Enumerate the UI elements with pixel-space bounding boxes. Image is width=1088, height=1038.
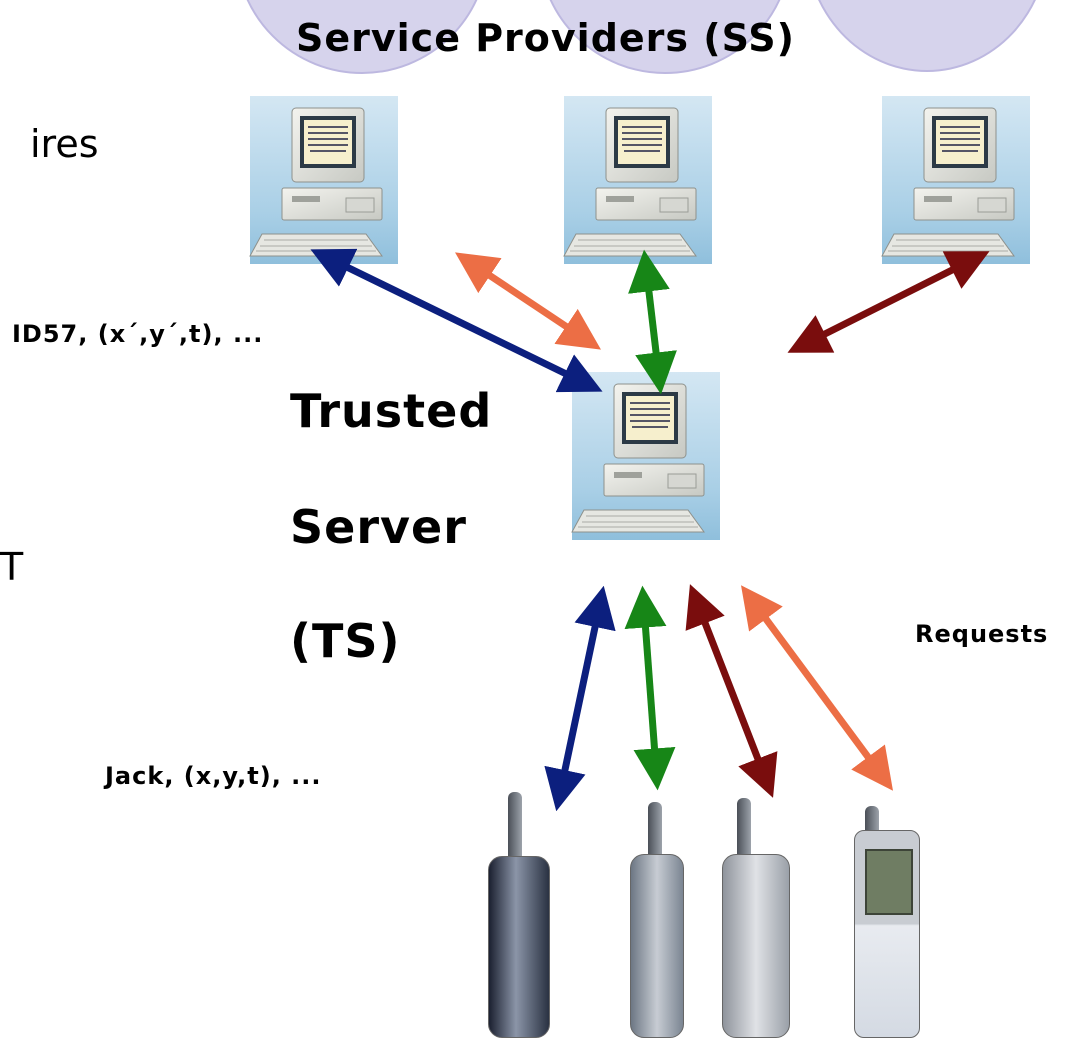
user-message-label: Jack, (x,y,t), ... bbox=[105, 762, 322, 790]
phone-screen bbox=[865, 849, 913, 915]
arrow-orange-ts-phone bbox=[741, 585, 893, 791]
antenna-1 bbox=[508, 792, 522, 872]
phones-group bbox=[460, 780, 920, 1038]
mobile-phone-icon-2 bbox=[630, 854, 684, 1038]
arrow-blue-ts-phone bbox=[544, 585, 616, 812]
requests-label: Requests bbox=[915, 620, 1049, 648]
clipped-text-bottom: T bbox=[0, 545, 24, 589]
trusted-server-line-1: Trusted bbox=[290, 384, 493, 438]
arrow-orange-ss-ts bbox=[455, 252, 601, 350]
mobile-phone-icon-1 bbox=[488, 856, 550, 1038]
ss-message-label: ID57, (x´,y´,t), ... bbox=[12, 320, 264, 348]
arrow-darkred-ts-phone bbox=[685, 584, 778, 798]
antenna-3 bbox=[737, 798, 751, 868]
antenna-4 bbox=[865, 806, 879, 836]
arrow-green-ts-phone bbox=[624, 585, 676, 791]
mobile-phone-icon-4 bbox=[854, 830, 920, 1038]
service-providers-title: Service Providers (SS) bbox=[296, 16, 796, 60]
arrow-darkred-ss-ts bbox=[787, 251, 990, 353]
mobile-phone-icon-3 bbox=[722, 854, 790, 1038]
arrow-green-ss-ts bbox=[628, 249, 677, 395]
clipped-text-top: ires bbox=[30, 122, 99, 166]
trusted-server-line-2: Server bbox=[290, 500, 467, 554]
trusted-server-line-3: (TS) bbox=[290, 614, 401, 668]
